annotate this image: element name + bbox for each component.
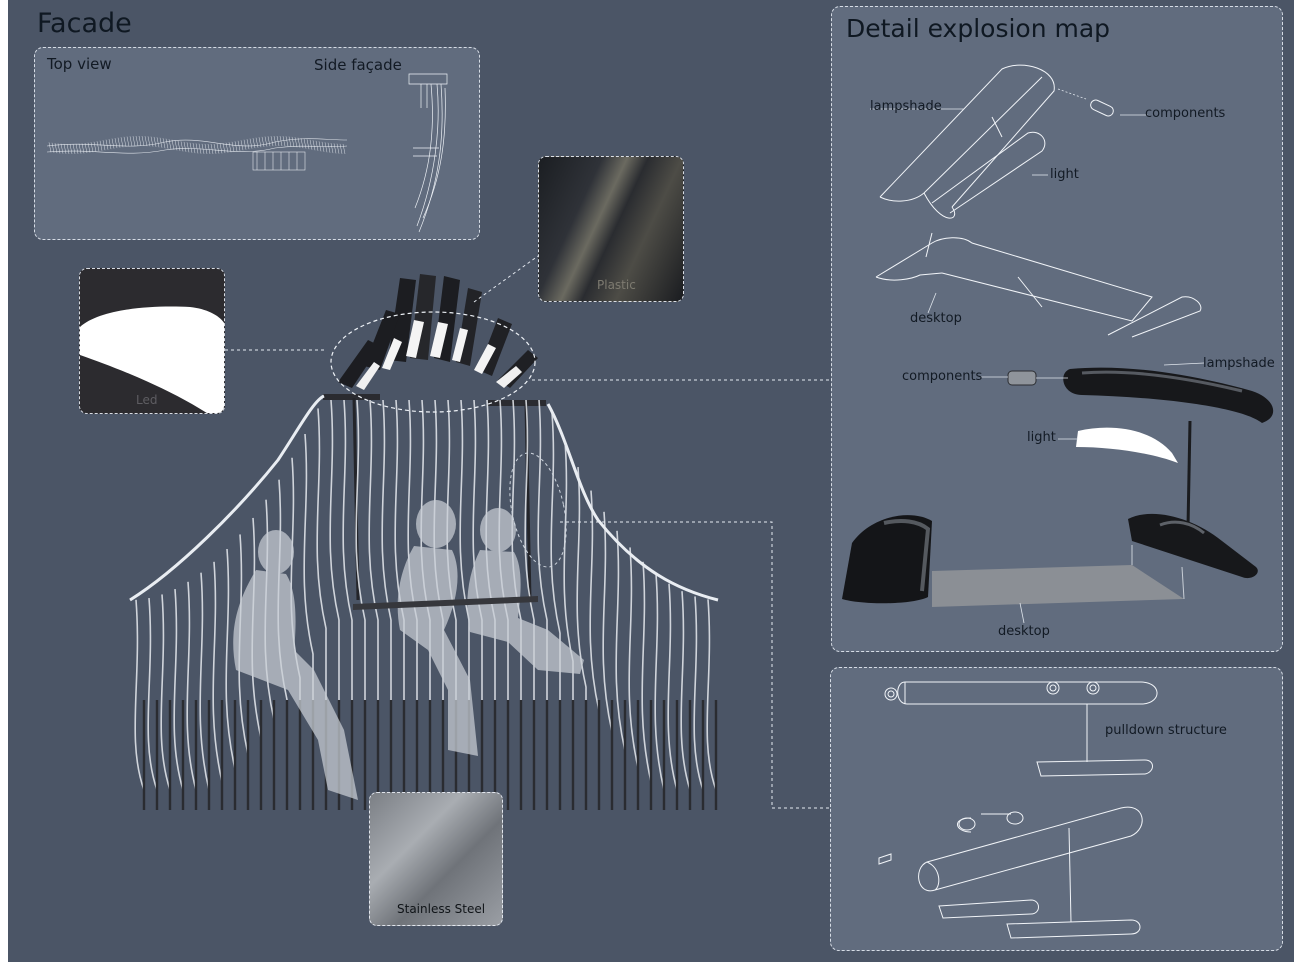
wireframe-exploded-view <box>870 64 1202 338</box>
bench-slat <box>693 596 704 806</box>
bench-slat <box>654 573 665 806</box>
bench-slat <box>342 399 353 806</box>
plastic-swatch: Plastic <box>538 156 684 302</box>
pulldown-structure-panel: pulldown structure <box>830 667 1283 951</box>
bench-slat <box>303 433 314 806</box>
bench-slat <box>147 597 158 806</box>
bench-slat <box>602 511 613 806</box>
render-components-label: components <box>902 369 983 384</box>
bench-slat <box>173 588 184 806</box>
wire-components-label: components <box>1145 106 1226 121</box>
bench-slat <box>563 441 574 806</box>
bench-slat <box>160 594 171 806</box>
pulldown-structure-label: pulldown structure <box>1105 723 1227 738</box>
wire-light-label: light <box>1050 167 1079 182</box>
facade-title: Facade <box>37 8 132 39</box>
connector-lines <box>225 255 832 809</box>
bench-slat <box>680 591 691 806</box>
bench-slat <box>615 530 626 806</box>
stainless-steel-swatch: Stainless Steel <box>369 792 503 926</box>
led-swatch: Led <box>79 268 225 414</box>
rendered-exploded-view <box>842 362 1274 624</box>
lamp-heads <box>338 274 538 390</box>
bench-slat <box>641 561 652 806</box>
render-light-label: light <box>1027 430 1056 445</box>
render-desktop-label: desktop <box>998 624 1050 639</box>
wire-desktop-label: desktop <box>910 311 962 326</box>
plastic-label: Plastic <box>597 278 636 292</box>
wire-lampshade-label: lampshade <box>870 99 942 114</box>
bench-render <box>129 274 719 810</box>
bench-slat <box>329 399 340 806</box>
led-label: Led <box>136 393 158 407</box>
bench-slat <box>134 599 145 806</box>
bench-slat <box>706 599 717 806</box>
bench-slat <box>537 399 548 806</box>
bench-slat <box>550 413 561 806</box>
bench-slat <box>667 583 678 806</box>
bench-slat <box>225 548 236 806</box>
facade-views-panel: Top view Side façade <box>34 47 480 240</box>
side-facade-label: Side façade <box>314 56 402 74</box>
top-view-label: Top view <box>47 55 112 73</box>
explosion-map-title: Detail explosion map <box>846 14 1111 43</box>
bench-slat <box>186 581 197 806</box>
bench-slat <box>576 467 587 806</box>
render-lampshade-label: lampshade <box>1203 356 1275 371</box>
bench-slat <box>628 547 639 806</box>
side-facade-drawing <box>408 73 448 233</box>
bench-slat <box>316 408 327 806</box>
bench-slat <box>199 572 210 806</box>
top-view-drawing <box>46 135 348 171</box>
led-shape <box>80 306 224 413</box>
bench-slat <box>524 399 535 806</box>
explosion-map-panel: Detail explosion map <box>831 6 1283 652</box>
bench-slat <box>212 561 223 806</box>
pulldown-drawing <box>878 681 1158 939</box>
stainless-steel-label: Stainless Steel <box>397 902 486 916</box>
people-silhouettes <box>233 500 584 800</box>
presentation-board: Facade Top view Side façade <box>8 0 1294 962</box>
